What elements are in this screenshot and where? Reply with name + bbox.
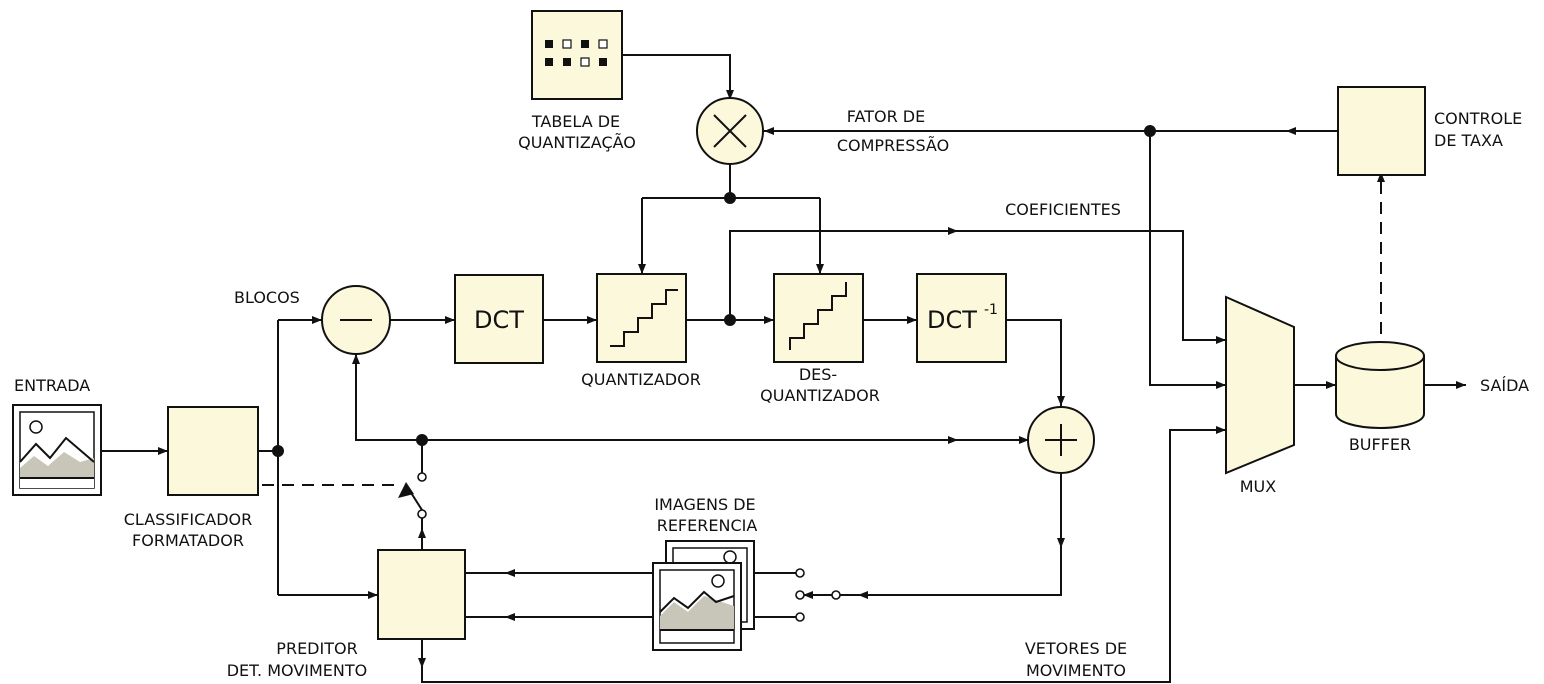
junction-dots [272, 125, 1156, 457]
label-desquantizador-2: QUANTIZADOR [760, 386, 880, 405]
dct-box: DCT [454, 274, 544, 364]
subtractor-node [321, 285, 391, 355]
label-mux: MUX [1240, 477, 1277, 496]
buffer-cylinder-icon [1335, 341, 1425, 429]
mux-block [1225, 295, 1295, 475]
label-preditor-2: DET. MOVIMENTO [227, 661, 368, 680]
idct-superscript: -1 [984, 302, 998, 318]
adder-node [1027, 406, 1095, 474]
staircase-icon [610, 289, 678, 347]
label-quantizador: QUANTIZADOR [581, 370, 701, 389]
label-classificador: CLASSIFICADOR [124, 510, 253, 529]
label-controle-2: DE TAXA [1434, 131, 1503, 150]
dequantizer-box [773, 273, 864, 363]
label-tabela-1: TABELA DE [531, 112, 620, 131]
staircase-icon [789, 282, 847, 350]
label-controle-1: CONTROLE [1434, 109, 1522, 128]
label-blocos: BLOCOS [234, 288, 300, 307]
predictor-box [377, 549, 466, 640]
switch-terminals [417, 472, 841, 622]
label-imagens-1: IMAGENS DE [654, 495, 755, 514]
label-desquantizador-1: DES- [799, 365, 837, 384]
idct-label: DCT [927, 306, 977, 334]
arrowheads [158, 90, 1466, 668]
label-coeficientes: COEFICIENTES [1005, 200, 1121, 219]
text-labels: ENTRADA CLASSIFICADOR FORMATADOR BLOCOS … [14, 107, 1529, 680]
dct-label: DCT [474, 306, 524, 334]
label-vetores-1: VETORES DE [1025, 639, 1127, 658]
label-fator-1: FATOR DE [847, 107, 925, 126]
input-image-icon [12, 404, 102, 496]
label-buffer: BUFFER [1349, 435, 1411, 454]
classificador-box [167, 406, 259, 496]
label-vetores-2: MOVIMENTO [1026, 661, 1126, 680]
quantizer-box [596, 273, 687, 363]
multiplier-node [696, 97, 764, 165]
label-tabela-2: QUANTIZAÇÃO [518, 133, 636, 152]
label-imagens-2: REFERENCIA [657, 516, 758, 535]
label-fator-2: COMPRESSÃO [837, 136, 949, 155]
rate-control-box [1337, 86, 1426, 176]
label-saida: SAÍDA [1480, 376, 1529, 395]
label-entrada: ENTRADA [14, 376, 90, 395]
reference-images-icon [652, 540, 755, 651]
idct-box: DCT -1 [916, 273, 1007, 363]
label-preditor-1: PREDITOR [276, 639, 357, 658]
quantization-table-icon [531, 10, 623, 100]
label-formatador: FORMATADOR [132, 531, 244, 550]
